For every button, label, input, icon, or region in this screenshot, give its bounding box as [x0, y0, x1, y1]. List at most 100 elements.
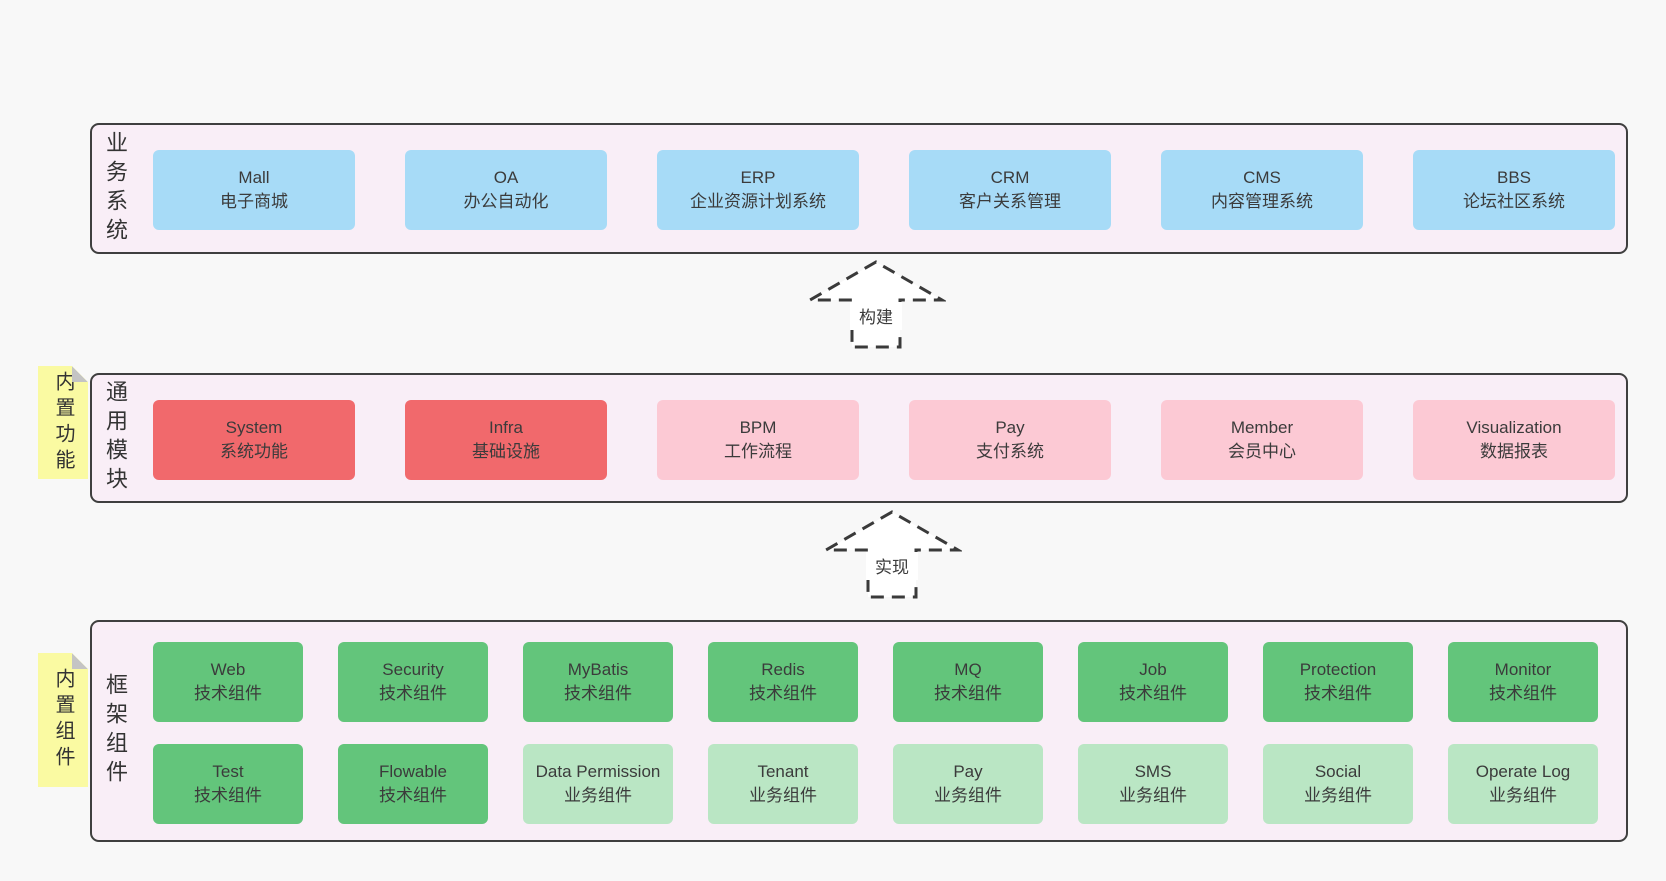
box-redis: Redis 技术组件: [708, 642, 858, 722]
box-title: MQ: [954, 660, 982, 679]
box-test: Test 技术组件: [153, 744, 303, 824]
box-cms: CMS 内容管理系统: [1161, 150, 1363, 230]
box-mq: MQ 技术组件: [893, 642, 1043, 722]
modules-boxes-row: System 系统功能 Infra 基础设施 BPM 工作流程 Pay 支付系统…: [153, 400, 1615, 480]
box-title: Pay: [953, 762, 983, 781]
box-monitor: Monitor 技术组件: [1448, 642, 1598, 722]
box-subtitle: 技术组件: [194, 786, 262, 805]
box-subtitle: 业务组件: [1119, 786, 1187, 805]
box-subtitle: 技术组件: [379, 684, 447, 703]
box-title: Protection: [1299, 660, 1377, 679]
box-title: Infra: [488, 418, 524, 437]
up-arrow-icon: 构建: [806, 260, 946, 349]
box-subtitle: 会员中心: [1228, 442, 1296, 461]
layer-components-label: 框架组件: [103, 673, 128, 789]
box-web: Web 技术组件: [153, 642, 303, 722]
arrow-implement: 实现: [822, 508, 962, 600]
box-title: CRM: [990, 168, 1030, 187]
box-data-permission: Data Permission 业务组件: [523, 744, 673, 824]
box-infra: Infra 基础设施: [405, 400, 607, 480]
box-subtitle: 企业资源计划系统: [690, 192, 826, 211]
box-subtitle: 支付系统: [976, 442, 1044, 461]
box-erp: ERP 企业资源计划系统: [657, 150, 859, 230]
box-subtitle: 技术组件: [934, 684, 1002, 703]
box-title: Flowable: [378, 762, 448, 781]
box-title: Tenant: [757, 762, 809, 781]
sticky-note-text: 内置组件: [52, 668, 74, 772]
box-title: Web: [210, 660, 246, 679]
layer-framework-components: 框架组件 Web 技术组件 Security 技术组件 MyBatis 技术组件…: [90, 620, 1628, 842]
sticky-note-text: 内置功能: [52, 370, 74, 475]
box-subtitle: 业务组件: [1489, 786, 1557, 805]
layer-common-modules: 通用模块 System 系统功能 Infra 基础设施 BPM 工作流程 Pay…: [90, 373, 1628, 503]
box-subtitle: 技术组件: [564, 684, 632, 703]
box-member: Member 会员中心: [1161, 400, 1363, 480]
box-subtitle: 业务组件: [1304, 786, 1372, 805]
box-crm: CRM 客户关系管理: [909, 150, 1111, 230]
box-title: Operate Log: [1475, 762, 1571, 781]
box-title: Security: [382, 660, 444, 679]
box-subtitle: 业务组件: [749, 786, 817, 805]
box-subtitle: 技术组件: [1304, 684, 1372, 703]
box-title: Visualization: [1466, 418, 1562, 437]
box-title: Social: [1314, 762, 1362, 781]
box-subtitle: 业务组件: [564, 786, 632, 805]
box-subtitle: 工作流程: [724, 442, 792, 461]
box-subtitle: 电子商城: [220, 192, 288, 211]
box-operate-log: Operate Log 业务组件: [1448, 744, 1598, 824]
box-mybatis: MyBatis 技术组件: [523, 642, 673, 722]
box-title: Member: [1230, 418, 1294, 437]
box-protection: Protection 技术组件: [1263, 642, 1413, 722]
box-title: Data Permission: [535, 762, 661, 781]
layer-business-systems: 业务系统 Mall 电子商城 OA 办公自动化 ERP 企业资源计划系统 CRM…: [90, 123, 1628, 254]
arrow-build-label: 构建: [859, 308, 893, 327]
box-system: System 系统功能: [153, 400, 355, 480]
box-tenant: Tenant 业务组件: [708, 744, 858, 824]
box-title: Test: [212, 762, 244, 781]
box-subtitle: 技术组件: [749, 684, 817, 703]
box-title: MyBatis: [567, 660, 629, 679]
box-title: Monitor: [1494, 660, 1552, 679]
box-visualization: Visualization 数据报表: [1413, 400, 1615, 480]
box-title: System: [225, 418, 283, 437]
box-subtitle: 基础设施: [472, 442, 540, 461]
box-flowable: Flowable 技术组件: [338, 744, 488, 824]
box-subtitle: 系统功能: [220, 442, 288, 461]
layer-modules-label: 通用模块: [103, 380, 128, 496]
box-job: Job 技术组件: [1078, 642, 1228, 722]
box-security: Security 技术组件: [338, 642, 488, 722]
box-subtitle: 客户关系管理: [959, 192, 1061, 211]
business-boxes-row: Mall 电子商城 OA 办公自动化 ERP 企业资源计划系统 CRM 客户关系…: [153, 150, 1615, 230]
box-title: BPM: [739, 418, 777, 437]
box-title: ERP: [740, 168, 776, 187]
box-title: OA: [493, 168, 519, 187]
box-title: Pay: [995, 418, 1025, 437]
box-subtitle: 技术组件: [1119, 684, 1187, 703]
box-social: Social 业务组件: [1263, 744, 1413, 824]
box-subtitle: 办公自动化: [463, 192, 549, 211]
box-sms: SMS 业务组件: [1078, 744, 1228, 824]
layer-business-label: 业务系统: [103, 130, 128, 247]
box-title: Job: [1139, 660, 1167, 679]
box-title: SMS: [1134, 762, 1172, 781]
box-title: BBS: [1496, 168, 1532, 187]
box-pay-system: Pay 支付系统: [909, 400, 1111, 480]
box-subtitle: 业务组件: [934, 786, 1002, 805]
arrow-build: 构建: [806, 258, 946, 350]
box-subtitle: 内容管理系统: [1211, 192, 1313, 211]
up-arrow-icon: 实现: [822, 510, 962, 599]
box-bbs: BBS 论坛社区系统: [1413, 150, 1615, 230]
box-subtitle: 技术组件: [379, 786, 447, 805]
box-mall: Mall 电子商城: [153, 150, 355, 230]
arrow-implement-label: 实现: [875, 558, 909, 577]
box-subtitle: 技术组件: [1489, 684, 1557, 703]
box-subtitle: 数据报表: [1480, 442, 1548, 461]
box-bpm: BPM 工作流程: [657, 400, 859, 480]
sticky-note-built-in-components: 内置组件: [38, 653, 88, 787]
box-pay-component: Pay 业务组件: [893, 744, 1043, 824]
box-subtitle: 论坛社区系统: [1463, 192, 1565, 211]
box-oa: OA 办公自动化: [405, 150, 607, 230]
sticky-note-built-in-features: 内置功能: [38, 366, 88, 479]
components-row-1: Web 技术组件 Security 技术组件 MyBatis 技术组件 Redi…: [153, 642, 1598, 722]
